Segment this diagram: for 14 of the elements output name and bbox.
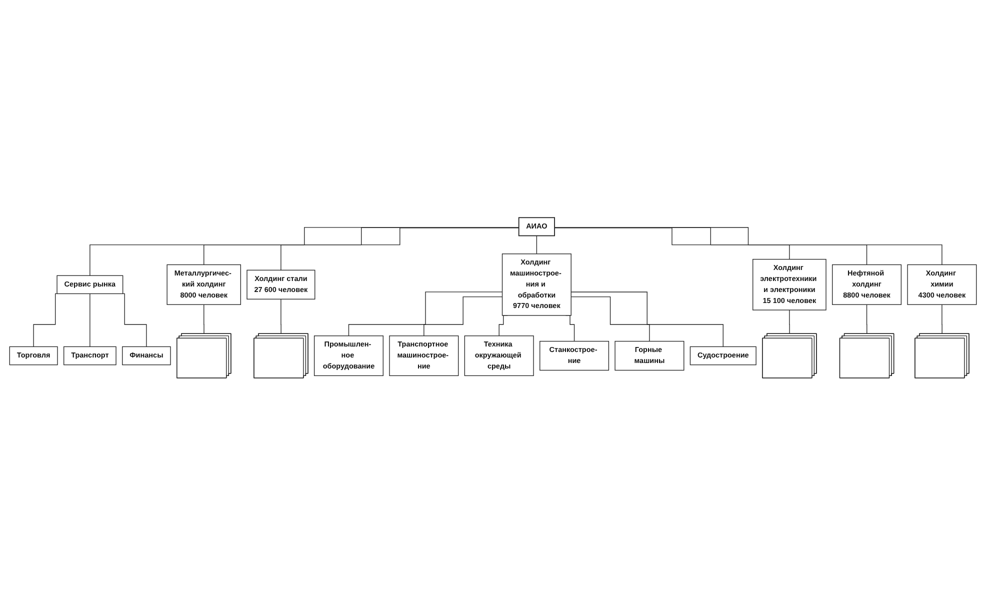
connector [554,228,868,266]
connector [554,228,790,260]
connector [280,299,282,334]
connector [348,292,503,336]
connector [554,227,942,266]
connector [866,304,868,334]
connector [536,236,538,254]
connector [280,228,520,271]
connector [942,304,943,334]
connector [570,296,650,342]
connector [90,227,520,276]
connector [570,292,724,348]
connector [789,310,790,334]
connector [424,296,503,336]
